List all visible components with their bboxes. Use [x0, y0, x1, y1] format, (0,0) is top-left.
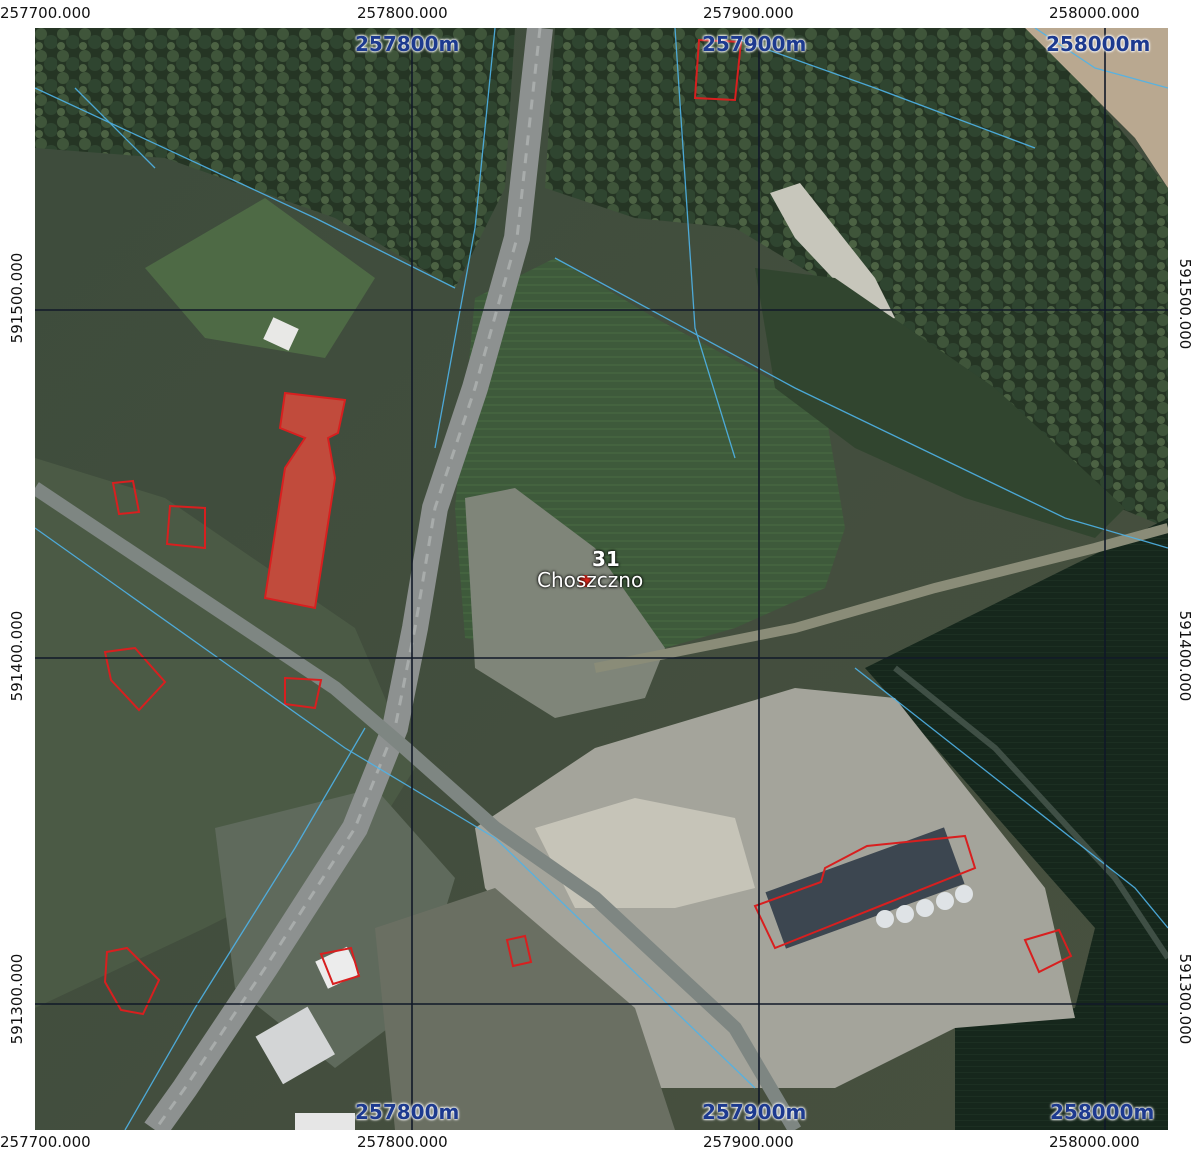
place-number: 31 — [592, 547, 620, 571]
silo-1 — [876, 910, 894, 928]
grid-lines — [35, 28, 1168, 1130]
coord-bottom-257900: 257900.000 — [703, 1133, 794, 1151]
coord-top-257900: 257900.000 — [703, 4, 794, 22]
building-white-hut — [263, 317, 299, 351]
coord-bottom-257700: 257700.000 — [0, 1133, 91, 1151]
strip-field — [755, 268, 1125, 538]
coord-right-591400: 591400.000 — [1176, 610, 1194, 702]
grid-label-bottom-257800: 257800m — [355, 1100, 460, 1124]
coord-left-591500: 591500.000 — [8, 252, 26, 344]
map-canvas — [35, 28, 1168, 1130]
yard-light-patch — [535, 798, 755, 908]
coord-bottom-258000: 258000.000 — [1049, 1133, 1140, 1151]
coord-left-591300: 591300.000 — [8, 953, 26, 1045]
building-bottom — [295, 1113, 355, 1130]
place-name: Choszczno — [537, 568, 644, 592]
silo-4 — [936, 892, 954, 910]
coord-right-591500: 591500.000 — [1176, 258, 1194, 350]
place-marker[interactable] — [579, 575, 591, 587]
grid-label-top-257800: 257800m — [355, 32, 460, 56]
tan-field — [1025, 28, 1168, 188]
building-warehouse — [765, 827, 965, 949]
secondary-road — [35, 482, 802, 1130]
field-road — [893, 665, 1168, 960]
dirt-road — [594, 523, 1168, 673]
forest-northwest — [35, 28, 515, 288]
grid-label-bottom-258000: 258000m — [1050, 1100, 1155, 1124]
cadastral-lines — [35, 28, 1168, 1130]
residential-southeast — [375, 888, 675, 1130]
industrial-yard — [475, 688, 1075, 1088]
building-red-roof — [263, 391, 347, 610]
grid-label-top-258000: 258000m — [1046, 32, 1151, 56]
gravel-strip — [770, 183, 895, 323]
silo-5 — [955, 885, 973, 903]
dark-field-se — [865, 518, 1168, 1130]
coord-right-591300: 591300.000 — [1176, 953, 1194, 1045]
silo-3 — [916, 899, 934, 917]
main-road-markings — [153, 28, 542, 1130]
coord-left-591400: 591400.000 — [8, 610, 26, 702]
grid-label-top-257900: 257900m — [702, 32, 807, 56]
coord-bottom-257800: 257800.000 — [357, 1133, 448, 1151]
clearing-nw — [145, 198, 375, 358]
parcel-outlines — [103, 38, 1073, 1016]
coord-top-257800: 257800.000 — [357, 4, 448, 22]
silo-2 — [896, 905, 914, 923]
grid-label-bottom-257900: 257900m — [702, 1100, 807, 1124]
building-hall — [255, 1006, 335, 1085]
coord-top-258000: 258000.000 — [1049, 4, 1140, 22]
coord-top-257700: 257700.000 — [0, 4, 91, 22]
aerial-map[interactable]: 257800m 257900m 258000m 257800m 257900m … — [35, 28, 1168, 1130]
